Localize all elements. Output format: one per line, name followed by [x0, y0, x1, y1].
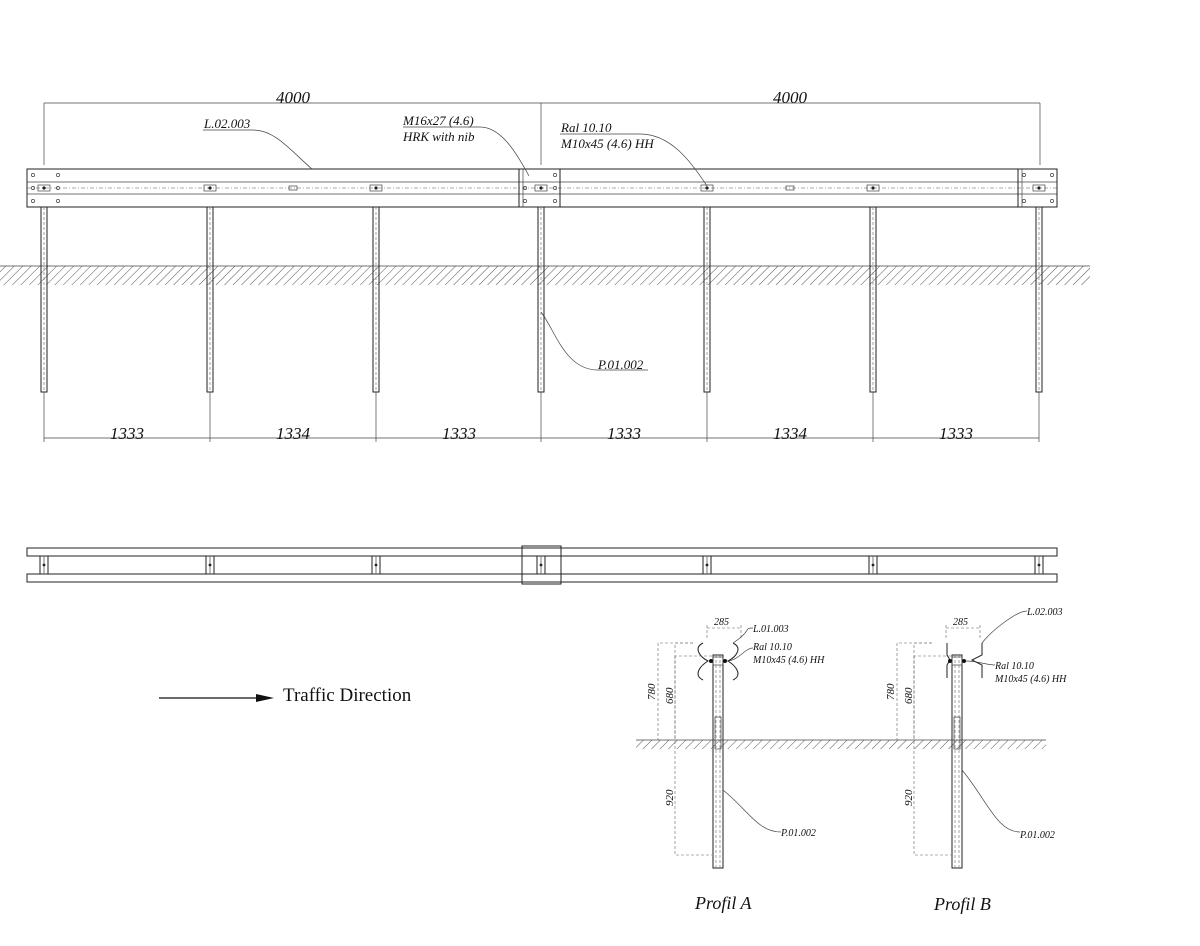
profile-title: Profil B [933, 894, 991, 914]
profile-post-label: P.01.002 [1019, 830, 1055, 841]
dimension-4000-left: 4000 [276, 88, 311, 107]
plan-post [1034, 555, 1044, 575]
elevation-view: 4000 4000 L.02.003 M16x27 (4.6) HRK with… [0, 88, 1090, 443]
rail-hole [56, 173, 60, 177]
bolt [37, 184, 51, 192]
post [37, 184, 51, 393]
traffic-direction-label: Traffic Direction [283, 685, 412, 706]
post-bolt-label: Ral 10.10 [560, 120, 612, 135]
post [203, 184, 217, 393]
rail-hole [523, 186, 527, 190]
post-bolt-spec: M10x45 (4.6) HH [560, 136, 654, 151]
plan-rail-top [26, 547, 1058, 557]
plan-rail-bottom [26, 573, 1058, 583]
rail-hole [553, 173, 557, 177]
spacing-label: 1333 [607, 424, 641, 443]
profile-rail-label: L.01.003 [752, 624, 789, 635]
rail-hole [56, 199, 60, 203]
post-label: P.01.002 [597, 357, 644, 372]
post [369, 184, 383, 393]
ground-hatch [0, 266, 1090, 285]
profile-bolt-spec: M10x45 (4.6) HH [752, 655, 825, 666]
splice-bolt-label: M16x27 (4.6) [402, 113, 474, 128]
spacing-label: 1333 [939, 424, 973, 443]
plan-post [868, 555, 878, 575]
spacing-label: 1334 [773, 424, 808, 443]
profile-bolt-spec: M10x45 (4.6) HH [994, 674, 1067, 685]
profile-bolt-label: Ral 10.10 [994, 661, 1034, 672]
bolt [203, 184, 217, 192]
post [700, 184, 714, 393]
rail-label: L.02.003 [203, 116, 251, 131]
profile-bolt-label: Ral 10.10 [752, 642, 792, 653]
rail-hole [523, 199, 527, 203]
post [534, 184, 548, 393]
bolt [534, 184, 548, 192]
arrow-right-icon [256, 694, 274, 702]
plan-post [205, 555, 215, 575]
spacing-label: 1334 [276, 424, 311, 443]
profile-rail-label: L.02.003 [1026, 607, 1063, 618]
bolt-block [712, 656, 724, 666]
rail-hole [31, 186, 35, 190]
rail-hole [31, 173, 35, 177]
profile-embed-920: 920 [664, 789, 676, 806]
rail-profile-w-beam [697, 642, 739, 681]
profile-width-dim: 285 [953, 617, 968, 628]
bolt [866, 184, 880, 192]
rail-hole [1022, 199, 1026, 203]
splice-bolt-note: HRK with nib [402, 129, 475, 144]
profile-height-680: 680 [903, 687, 915, 704]
plan-post [371, 555, 381, 575]
rail-hole [56, 186, 60, 190]
post [1032, 184, 1046, 393]
profile-title: Profil A [694, 893, 753, 913]
profile-ground [636, 740, 1046, 749]
profile-height-780: 780 [646, 683, 658, 700]
dimension-4000-right: 4000 [773, 88, 808, 107]
spacing-label: 1333 [110, 424, 144, 443]
rail-hole [1050, 173, 1054, 177]
rail-hole [1022, 173, 1026, 177]
profile-height-780: 780 [885, 683, 897, 700]
bolt [369, 184, 383, 192]
plan-splice [521, 545, 562, 585]
profile-post-label: P.01.002 [780, 828, 816, 839]
profile-embed-920: 920 [903, 789, 915, 806]
traffic-direction-legend: Traffic Direction [159, 685, 412, 706]
rail-hole [31, 199, 35, 203]
profile-height-680: 680 [664, 687, 676, 704]
profile-post [951, 654, 963, 869]
rail-hole [553, 199, 557, 203]
bolt [1032, 184, 1046, 192]
rail-hole [553, 186, 557, 190]
bolt-block [951, 656, 963, 666]
post [866, 184, 880, 393]
rail-slot [785, 185, 795, 191]
bolt [700, 184, 714, 192]
spacing-label: 1333 [442, 424, 476, 443]
plan-post [39, 555, 49, 575]
plan-post [702, 555, 712, 575]
rail-hole [1050, 199, 1054, 203]
plan-post [536, 555, 546, 575]
profile-post [712, 654, 724, 869]
profile-width-dim: 285 [714, 617, 729, 628]
plan-view [26, 545, 1058, 585]
rail-slot [288, 185, 298, 191]
